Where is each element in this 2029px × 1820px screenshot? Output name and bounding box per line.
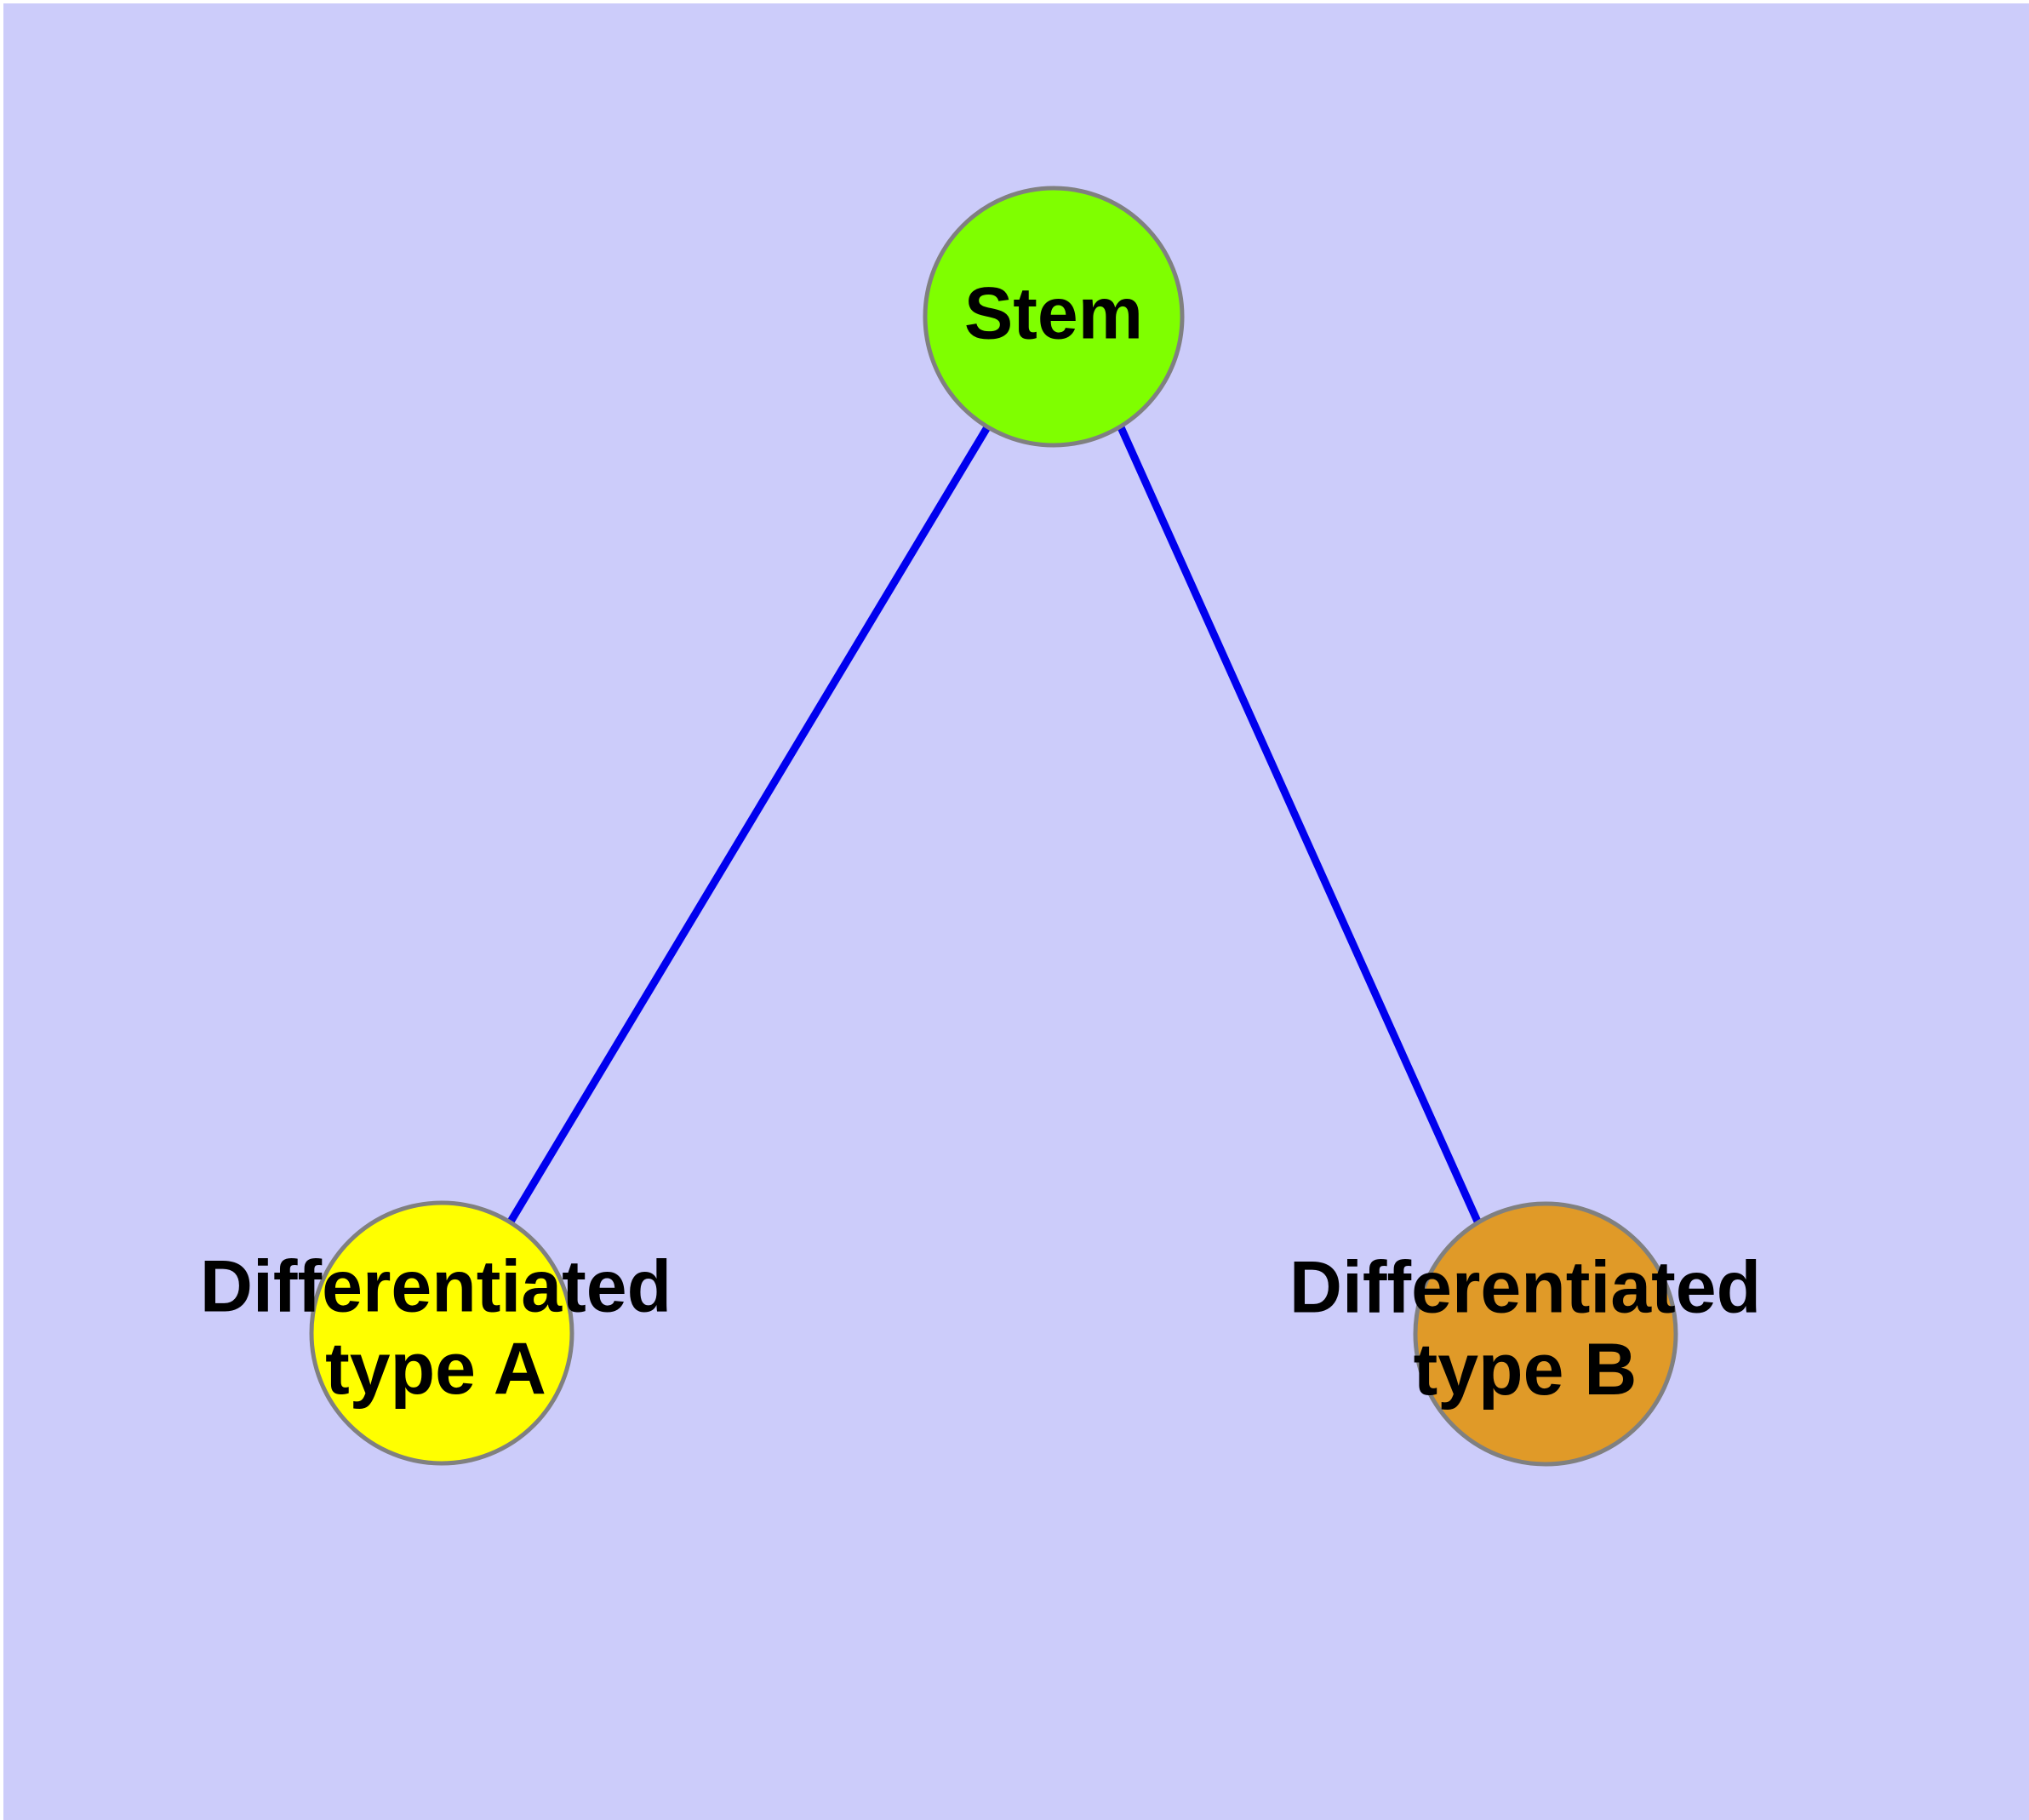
node-label-diff-a: Differentiated type A xyxy=(200,1246,672,1410)
node-circle-diff-b[interactable] xyxy=(1413,1201,1678,1467)
node-label-diff-a-line1: Differentiated xyxy=(200,1246,672,1328)
node-label-diff-b-line1: Differentiated xyxy=(1289,1247,1761,1329)
edge-stem-to-diff-b xyxy=(1117,426,1483,1225)
node-label-diff-a-line2: type A xyxy=(325,1328,546,1410)
nodes-layer xyxy=(309,186,1678,1467)
edge-stem-to-diff-a xyxy=(507,425,991,1224)
node-label-stem: Stem xyxy=(964,273,1143,355)
node-circle-stem[interactable] xyxy=(923,186,1185,448)
node-label-diff-b-line2: type B xyxy=(1414,1329,1637,1411)
node-circle-diff-a[interactable] xyxy=(309,1200,574,1466)
labels-layer: Stem Differentiated type A Differentiate… xyxy=(200,273,1761,1411)
edges-layer xyxy=(507,425,1483,1225)
node-label-diff-b: Differentiated type B xyxy=(1289,1247,1761,1411)
